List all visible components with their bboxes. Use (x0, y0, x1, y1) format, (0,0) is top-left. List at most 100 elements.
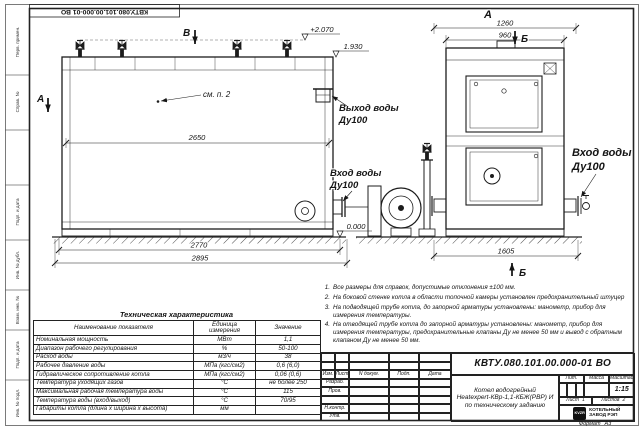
cell: Температура уходящих газов (33, 378, 194, 389)
cell: 0,06 (0,6) (255, 370, 321, 380)
label-text: Вход воды (330, 168, 381, 179)
strip-label: Взам. инв. № (15, 296, 20, 325)
lit-header: Лит. (559, 375, 584, 383)
boiler-side-view (61, 39, 436, 237)
tech-table-title: Техническая характеристика (119, 310, 234, 319)
role-utv: Утв. (321, 412, 349, 421)
valve-fitting (116, 39, 128, 58)
left-side-pipe (431, 196, 447, 216)
lit-cell (559, 383, 568, 397)
titleblock-doc-number: КВТУ.080.101.00.000-01 ВО (451, 353, 635, 375)
ground-hatching (52, 236, 582, 244)
level-text: +2.070 (310, 25, 334, 34)
cell: МВт (193, 335, 256, 346)
cell: Номинальная мощность (33, 335, 194, 346)
right-side-pipe (563, 195, 590, 216)
cell: Диапазон рабочего регулирования (33, 344, 194, 354)
titleblock-cell (349, 404, 389, 413)
titleblock-cell (389, 353, 419, 362)
cell: 0,6 (6,0) (255, 361, 321, 372)
note-text: Все размеры для справок, допустимые откл… (333, 284, 516, 291)
water-inlet-label-side: Вход воды Ду100 (328, 167, 382, 202)
level-text: 1.930 (344, 42, 364, 51)
strip-label: Перв. примен. (15, 27, 20, 58)
col-podp: Подп. (389, 370, 419, 379)
level-mark-ground: 0.000 (336, 221, 372, 238)
dimension-2895: 2895 (51, 239, 351, 268)
note-text: На отводящей трубе котла до запорной арм… (333, 321, 622, 345)
sheets-cell: Листов 2 (592, 397, 635, 405)
titleblock-cell (349, 353, 389, 362)
doc-number-top-box: КВТУ.080.101.00.000-01 ВО (29, 4, 180, 18)
cell: 1,1 (255, 335, 321, 346)
section-marker-a-left: А (36, 94, 44, 105)
dimension-960: 960 (442, 29, 568, 47)
col-header: Наименование показателя (33, 319, 194, 337)
note-number: 4. (324, 321, 330, 329)
titleblock-cell (335, 361, 349, 370)
titleblock-cell (419, 412, 451, 421)
boiler-front-view (431, 40, 590, 237)
scale-value: 1:15 (609, 383, 635, 397)
titleblock-cell (419, 361, 451, 370)
note-item: 2.На боковой стенке котла в области топо… (322, 294, 630, 302)
mass-cell (584, 383, 609, 397)
titleblock-cell (389, 404, 419, 413)
see-note-text: см. п. 2 (203, 90, 231, 99)
titleblock-cell (349, 395, 389, 404)
company-cell: KVZR КОТЕЛЬНЫЙ ЗАВОД РЭП (559, 405, 635, 422)
product-line: по техническому заданию (464, 402, 546, 410)
strip-label: Инв. № дубл. (15, 251, 20, 279)
dimensions-side-view: 2650 2770 2895 (51, 132, 351, 268)
titleblock-cell (389, 412, 419, 421)
titleblock-cell (335, 353, 349, 362)
pump (294, 200, 316, 222)
mass-header: Масса (584, 375, 609, 383)
level-text: 0.000 (347, 222, 367, 231)
sheets-value: 2 (622, 397, 626, 404)
company-logo: KVZR (573, 406, 587, 420)
note-number: 3. (324, 303, 330, 311)
dim-text: 2770 (190, 241, 209, 250)
note-text: На подводящей трубе котла, до запорной а… (333, 303, 606, 319)
level-mark-top: +2.070 (301, 24, 340, 41)
dim-text: 2650 (188, 133, 207, 142)
cell: % (193, 344, 256, 354)
label-text: Ду100 (329, 180, 359, 191)
titleblock-cell (349, 361, 389, 370)
titleblock-cell (389, 387, 419, 396)
label-text: Вход воды (572, 147, 632, 159)
cell: 115 (255, 387, 321, 398)
strip-label: Справ. № (15, 92, 20, 113)
titleblock-cell (389, 378, 419, 387)
company-name-line: КОТЕЛЬНЫЙ (589, 407, 621, 413)
titleblock-cell (419, 387, 451, 396)
cell: °С (193, 387, 256, 398)
label-text: Ду100 (571, 161, 606, 173)
note-item: 4.На отводящей трубе котла до запорной а… (322, 321, 630, 345)
titleblock-cell (419, 353, 451, 362)
titleblock-cell (321, 353, 335, 362)
lit-cell (575, 383, 584, 397)
strip-label: Подп. и дата (15, 341, 20, 369)
cell: °С (193, 378, 256, 389)
view-marker-a: А (483, 9, 492, 21)
cell: Габариты котла (длина х ширина х высота) (33, 404, 194, 415)
boiler-body-front (445, 47, 565, 230)
col-data: Дата (419, 370, 451, 379)
section-markers: В А А Б Б (35, 8, 529, 280)
dim-text: 1605 (498, 247, 516, 256)
annotations: Выход воды Ду100 Вход воды Ду100 Вход во… (156, 89, 633, 202)
base-frame-front (445, 228, 565, 237)
cell: °С (193, 396, 256, 406)
titleblock-cell (419, 404, 451, 413)
dim-text: 2895 (191, 254, 210, 263)
titleblock-cell (419, 395, 451, 404)
cell: Расход воды (33, 352, 194, 363)
cell: Максимальная рабочая температура воды (33, 387, 194, 398)
